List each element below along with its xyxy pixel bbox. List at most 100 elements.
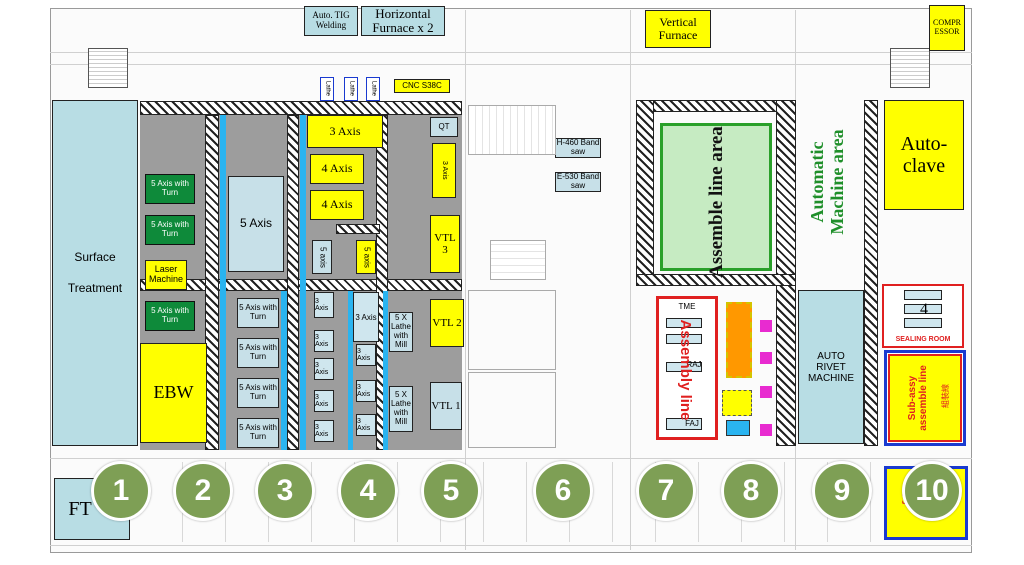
sealing-station xyxy=(904,290,942,300)
grid-line xyxy=(465,10,466,550)
lathe-mill-machine: 5 X Lathe with Mill xyxy=(389,312,413,352)
column-wall xyxy=(336,224,380,234)
vertical-furnace-box: Vertical Furnace xyxy=(645,10,711,48)
stairwell xyxy=(890,48,930,88)
assembly-line-label: Assembly line xyxy=(677,319,695,421)
wall-top xyxy=(636,100,796,112)
workstation xyxy=(726,420,750,436)
three-axis-machine: 3 Axis xyxy=(314,292,334,318)
wall-middle xyxy=(636,274,796,286)
jig-fixture xyxy=(666,318,702,328)
room-outline xyxy=(468,372,556,448)
lathe-mill-machine: 5 X Lathe with Mill xyxy=(389,386,413,432)
zone-marker: 9 xyxy=(812,461,872,521)
stairwell xyxy=(88,48,128,88)
five-axis-machine: 5 axis xyxy=(356,240,376,274)
grid-line xyxy=(630,10,631,550)
three-axis-machine: 3 Axis xyxy=(314,330,334,352)
aisle-lane xyxy=(220,115,226,450)
grid-line xyxy=(50,458,972,459)
qt-box: QT xyxy=(430,117,458,137)
sealing-room-label: SEALING ROOM xyxy=(895,336,951,344)
zone-marker: 3 xyxy=(255,461,315,521)
marker xyxy=(760,386,772,398)
tme-label: TME xyxy=(678,301,696,311)
zone-marker: 10 xyxy=(902,461,962,521)
aisle-lane xyxy=(348,291,353,450)
workstation xyxy=(726,302,752,378)
five-axis-turn-machine: 5 Axis with Turn xyxy=(237,298,279,328)
column-wall xyxy=(636,100,654,286)
lathe-box: Lathe xyxy=(366,77,380,101)
three-axis-machine: 3 Axis xyxy=(314,420,334,442)
lathe-box: Lathe xyxy=(320,77,334,101)
ebw-zone: EBW xyxy=(140,343,207,443)
vtl-machine: VTL 1 xyxy=(430,382,462,430)
assemble-line-area-label: Assemble line area xyxy=(705,126,727,278)
five-axis-turn-machine: 5 Axis with Turn xyxy=(145,301,195,331)
sub-assy-inner xyxy=(888,354,962,442)
band-saw-machine: H-460 Band saw xyxy=(555,138,601,158)
room-outline xyxy=(468,290,556,370)
band-saw-machine: E-530 Band saw xyxy=(555,172,601,192)
room-outline xyxy=(468,105,556,155)
sealing-station xyxy=(904,304,942,314)
five-axis-machine: 5 Axis xyxy=(228,176,284,272)
autoclave-box: Auto-clave xyxy=(884,100,964,210)
four-axis-machine: 4 Axis xyxy=(310,154,364,184)
three-axis-machine: 3 Axis xyxy=(307,115,383,148)
cnc-box: CNC S38C xyxy=(394,79,450,93)
vtl-machine: VTL 2 xyxy=(430,299,464,347)
five-axis-turn-machine: 5 Axis with Turn xyxy=(237,378,279,408)
three-axis-machine: 3 Axis xyxy=(432,143,456,198)
marker xyxy=(760,424,772,436)
zone-marker: 1 xyxy=(91,461,151,521)
zone-marker: 6 xyxy=(533,461,593,521)
auto-rivet-machine: AUTO RIVET MACHINE xyxy=(798,290,864,444)
workstation xyxy=(722,390,752,416)
grid-line xyxy=(50,545,972,546)
three-axis-machine: 3 Axis xyxy=(356,344,376,366)
sealing-room-number: 4 xyxy=(920,301,928,319)
vtl-machine: VTL 3 xyxy=(430,215,460,273)
zone-marker: 4 xyxy=(338,461,398,521)
sub-assy-label: Sub-assy assemble line xyxy=(907,365,929,431)
assemble-line-area xyxy=(660,123,772,271)
four-axis-machine: 4 Axis xyxy=(310,190,364,220)
marker xyxy=(760,320,772,332)
zone-marker: 7 xyxy=(636,461,696,521)
aisle-lane xyxy=(300,115,306,450)
five-axis-turn-machine: 5 Axis with Turn xyxy=(145,174,195,204)
sealing-station xyxy=(904,318,942,328)
column-wall xyxy=(287,115,299,450)
column-wall xyxy=(864,100,878,446)
raj-label: RAJ xyxy=(686,359,702,369)
grid-line xyxy=(50,52,972,53)
compressor-box: COMPR ESSOR xyxy=(929,5,965,51)
wall-top xyxy=(140,101,462,115)
zone-marker: 5 xyxy=(421,461,481,521)
laser-machine: Laser Machine xyxy=(145,260,187,290)
jig-fixture xyxy=(666,362,702,372)
marker xyxy=(760,352,772,364)
room-outline xyxy=(490,240,546,280)
three-axis-machine: 3 Axis xyxy=(356,380,376,402)
zone-marker: 8 xyxy=(721,461,781,521)
three-axis-machine: 3 Axis xyxy=(314,390,334,412)
sub-assy-cn-label: 組裝線 xyxy=(940,384,950,408)
five-axis-turn-machine: 5 Axis with Turn xyxy=(145,215,195,245)
column-wall xyxy=(776,100,796,446)
jig-fixture xyxy=(666,334,702,344)
jig-fixture xyxy=(666,418,702,430)
surface-treatment-zone: Surface Treatment xyxy=(52,100,138,446)
three-axis-machine: 3 Axis xyxy=(353,292,379,342)
horizontal-furnace-box: Horizontal Furnace x 2 xyxy=(361,6,445,36)
aisle-lane xyxy=(281,291,287,450)
faj-label: FAJ xyxy=(685,418,699,428)
automatic-machine-area-label: Automatic Machine area xyxy=(807,129,847,235)
five-axis-machine: 5 axis xyxy=(312,240,332,274)
five-axis-turn-machine: 5 Axis with Turn xyxy=(237,418,279,448)
aisle-lane xyxy=(383,291,388,450)
grid-line xyxy=(50,64,972,65)
five-axis-turn-machine: 5 Axis with Turn xyxy=(237,338,279,368)
